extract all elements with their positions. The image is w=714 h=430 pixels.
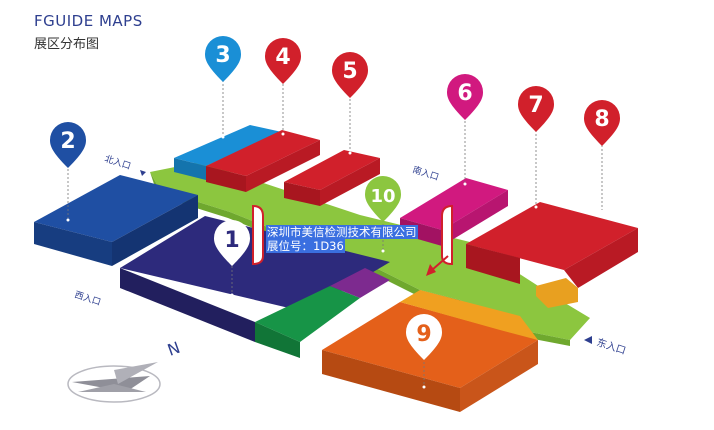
entrance-north-label: 北入口 (103, 153, 132, 172)
pin-5-label: 5 (342, 59, 357, 84)
pin-8[interactable]: 8 (584, 100, 620, 146)
pin-7[interactable]: 7 (518, 86, 554, 132)
compass: N (67, 338, 183, 403)
entrance-east: 东入口 (584, 335, 628, 357)
pin-3[interactable]: 3 (205, 36, 241, 82)
pin-5[interactable]: 5 (332, 52, 368, 98)
pin-10-label: 10 (370, 186, 395, 207)
entrance-west: 西入口 (73, 289, 102, 308)
entrance-west-label: 西入口 (73, 289, 102, 308)
exhibitor-booth: 展位号：1D36 (266, 239, 345, 253)
hall-4[interactable] (206, 130, 320, 192)
pin-2-label: 2 (60, 129, 75, 154)
hall-3[interactable] (174, 125, 282, 180)
pillars (252, 204, 453, 266)
hall-2[interactable] (34, 175, 198, 266)
compass-north-label: N (165, 338, 183, 360)
pin-8-label: 8 (594, 107, 609, 132)
hall-5[interactable] (284, 150, 380, 206)
exhibitor-company: 深圳市美信检测技术有限公司 (266, 225, 418, 239)
pin-6-label: 6 (457, 81, 472, 106)
entrance-south: 南入口 (411, 163, 440, 183)
pin-9-label: 9 (416, 322, 431, 347)
entrance-north: 北入口 (103, 153, 146, 176)
entrance-north-arrow (140, 170, 146, 176)
pin-9[interactable]: 9 (406, 314, 442, 360)
entrance-east-arrow (584, 336, 592, 344)
entrance-east-label: 东入口 (595, 335, 628, 357)
pin-dots (66, 132, 604, 389)
pin-1-label: 1 (224, 228, 239, 253)
pin-10[interactable]: 10 (365, 176, 401, 222)
entrance-south-label: 南入口 (411, 163, 440, 183)
map-subtitle: 展区分布图 (34, 37, 100, 52)
map-title: FGUIDE MAPS (34, 12, 143, 30)
pin-4[interactable]: 4 (265, 38, 301, 84)
pin-2[interactable]: 2 (49, 121, 86, 168)
pin-7-label: 7 (528, 93, 543, 118)
hall-7-8[interactable] (466, 202, 638, 308)
pin-1[interactable]: 1 (214, 220, 250, 266)
location-arrow (431, 255, 449, 271)
pin-3-label: 3 (215, 43, 230, 68)
pin-6[interactable]: 6 (447, 74, 483, 120)
location-arrowhead (426, 264, 436, 276)
exhibitor-highlight: 深圳市美信检测技术有限公司 展位号：1D36 (266, 225, 424, 253)
pin-4-label: 4 (275, 45, 290, 70)
